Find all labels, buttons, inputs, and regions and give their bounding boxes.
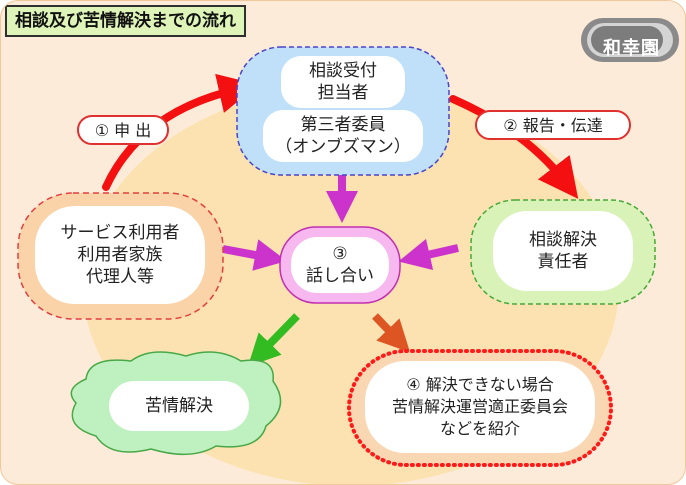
consult-node: 相談受付 担当者 [281, 56, 405, 108]
unresolved-node: ④ 解決できない場合 苦情解決運営適正委員会 などを紹介 [365, 361, 595, 453]
arrow-to-resolved [247, 313, 300, 367]
responsible-line-1: 相談解決 [529, 230, 597, 250]
apply-label: ① 申 出 [77, 115, 169, 145]
third-party-line-2: （オンブズマン） [275, 137, 411, 157]
user-line-2: 利用者家族 [77, 245, 163, 265]
resolved-node: 苦情解決 [109, 381, 249, 431]
third-party-node: 第三者委員 （オンブズマン） [263, 110, 423, 162]
report-label: ② 報告・伝達 [475, 110, 631, 140]
discussion-label: 話し合い [306, 266, 374, 286]
page-title: 相談及び苦情解決までの流れ [5, 5, 246, 37]
unresolved-line-3: などを紹介 [439, 419, 520, 438]
arrow-resp-to-discuss [398, 238, 459, 271]
resolved-label: 苦情解決 [145, 396, 213, 416]
arrow-to-unresolved [372, 313, 411, 353]
arrow-user-to-discuss [222, 239, 287, 271]
logo-text: 和幸園 [603, 38, 660, 59]
discussion-number: ③ [332, 244, 348, 264]
unresolved-line-2: 苦情解決運営適正委員会 [391, 397, 568, 416]
consult-line-2: 担当者 [317, 83, 369, 103]
discussion-node: ③ 話し合い [291, 237, 389, 293]
user-node: サービス利用者 利用者家族 代理人等 [35, 206, 205, 304]
consult-line-1: 相談受付 [309, 61, 377, 81]
unresolved-line-1: ④ 解決できない場合 [406, 375, 554, 394]
third-party-line-1: 第三者委員 [300, 115, 386, 135]
user-line-1: サービス利用者 [60, 223, 180, 243]
logo-badge [581, 18, 679, 62]
responsible-node: 相談解決 責任者 [493, 211, 633, 291]
responsible-line-2: 責任者 [537, 252, 589, 272]
user-line-3: 代理人等 [86, 267, 154, 287]
